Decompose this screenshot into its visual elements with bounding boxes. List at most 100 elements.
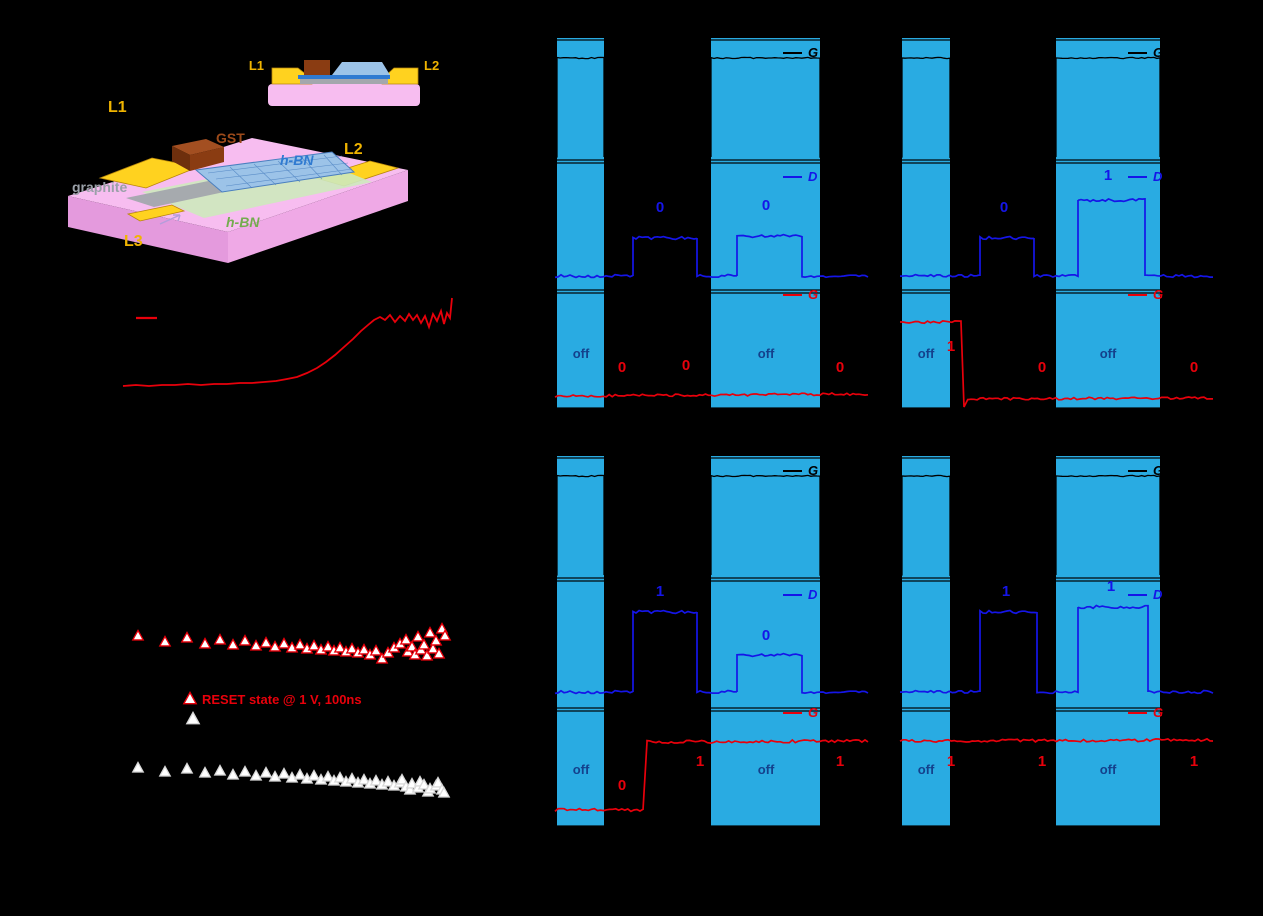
inset-label-l1: L1 xyxy=(249,58,264,73)
label-graphite: graphite xyxy=(72,179,127,195)
subaxis-frame xyxy=(899,292,1214,409)
reset-state-marker xyxy=(249,639,263,651)
laser-off-interval-bar xyxy=(1056,456,1160,826)
drain-pulse-trace xyxy=(899,604,1214,695)
readout-trace xyxy=(554,392,869,398)
subaxis-frame xyxy=(899,457,1214,579)
gate-pulse-trace xyxy=(555,474,869,577)
state-label: 1 xyxy=(947,338,955,355)
reset-state-marker xyxy=(226,638,240,650)
set-state-marker xyxy=(333,771,347,783)
reset-state-marker xyxy=(426,642,440,654)
reset-state-marker xyxy=(180,631,194,643)
set-state-marker xyxy=(268,770,282,782)
subaxis-frame xyxy=(554,39,869,161)
set-state-marker xyxy=(277,767,291,779)
off-label: off xyxy=(1100,762,1117,777)
legend-label: G xyxy=(808,287,818,302)
state-label: 1 xyxy=(1104,167,1112,184)
state-label: 1 xyxy=(836,753,844,770)
reset-state-marker xyxy=(357,643,371,655)
subaxis-frame xyxy=(899,710,1214,827)
reset-state-marker xyxy=(333,641,347,653)
reset-state-marker xyxy=(238,634,252,646)
reset-state-legend-marker xyxy=(182,691,198,705)
substrate-left-face xyxy=(68,196,228,263)
set-state-marker xyxy=(249,769,263,781)
label-gst: GST xyxy=(216,130,245,146)
state-label: 1 xyxy=(656,583,664,600)
gate-pulse-trace xyxy=(555,56,869,159)
reset-state-marker xyxy=(259,636,273,648)
set-state-marker xyxy=(180,762,194,774)
reset-state-marker xyxy=(321,640,335,652)
reset-state-marker xyxy=(293,638,307,650)
set-state-marker xyxy=(417,778,431,790)
off-label: off xyxy=(573,762,590,777)
reset-state-marker xyxy=(131,629,145,641)
set-state-marker xyxy=(369,774,383,786)
legend-label: G xyxy=(808,705,818,720)
state-label: 0 xyxy=(836,359,844,376)
label-hbn-top: h-BN xyxy=(280,152,314,168)
device-schematic: L1 GST h-BN L2 graphite h-BN L3 xyxy=(68,99,408,263)
state-label: 0 xyxy=(618,359,626,376)
subaxis-frame xyxy=(554,457,869,579)
inset-label-l2: L2 xyxy=(424,58,439,73)
reset-state-marker xyxy=(198,637,212,649)
laser-off-interval-bar xyxy=(557,456,604,826)
laser-off-interval-bar xyxy=(1056,38,1160,408)
state-label: 0 xyxy=(656,199,664,216)
reset-state-marker xyxy=(399,633,413,645)
state-label: 1 xyxy=(1002,583,1010,600)
state-label: 1 xyxy=(696,753,704,770)
laser-off-interval-bar xyxy=(902,456,950,826)
reset-state-marker xyxy=(429,634,443,646)
reset-state-marker xyxy=(420,649,434,661)
electrode-l3 xyxy=(126,204,186,222)
set-state-marker xyxy=(381,775,395,787)
state-label: 0 xyxy=(618,777,626,794)
legend-label: D xyxy=(1153,169,1163,184)
state-label: 1 xyxy=(1107,578,1115,595)
legend-label: G xyxy=(808,463,818,478)
state-label: 1 xyxy=(1190,753,1198,770)
state-label: 0 xyxy=(1038,359,1046,376)
reset-state-marker xyxy=(277,637,291,649)
state-label: 0 xyxy=(1000,199,1008,216)
pointer-arrow-icon xyxy=(159,214,181,225)
state-label: 0 xyxy=(1190,359,1198,376)
readout-trace xyxy=(900,320,1214,408)
subaxis-frame xyxy=(899,580,1214,709)
gate-pulse-trace xyxy=(900,56,1214,159)
reset-state-marker xyxy=(411,630,425,642)
laser-off-interval-bar xyxy=(711,38,820,408)
reset-state-legend-label: RESET state @ 1 V, 100ns xyxy=(202,692,362,707)
laser-off-interval-bar xyxy=(557,38,604,408)
laser-off-interval-bar xyxy=(711,456,820,826)
state-label: 0 xyxy=(762,197,770,214)
inset-hbn-bottom xyxy=(298,75,390,79)
state-label: 0 xyxy=(762,627,770,644)
readout-trace xyxy=(554,738,869,813)
reset-state-marker xyxy=(438,629,452,641)
label-l3: L3 xyxy=(124,233,143,250)
set-state-marker xyxy=(395,773,409,785)
set-state-marker xyxy=(158,765,172,777)
subaxis-frame xyxy=(554,292,869,409)
set-state-marker xyxy=(357,773,371,785)
legend-label: G xyxy=(1153,45,1163,60)
set-state-marker xyxy=(345,772,359,784)
set-state-marker xyxy=(198,766,212,778)
subaxis-frame xyxy=(554,580,869,709)
set-state-marker xyxy=(259,766,273,778)
hbn-lattice-lines xyxy=(207,154,353,189)
drain-pulse-trace xyxy=(899,197,1213,279)
inset-graphite xyxy=(300,79,388,84)
legend-label: D xyxy=(808,587,818,602)
legend-label: D xyxy=(1153,587,1163,602)
label-l2: L2 xyxy=(344,141,363,158)
subaxis-frame xyxy=(899,162,1214,291)
gst-top xyxy=(172,139,224,155)
